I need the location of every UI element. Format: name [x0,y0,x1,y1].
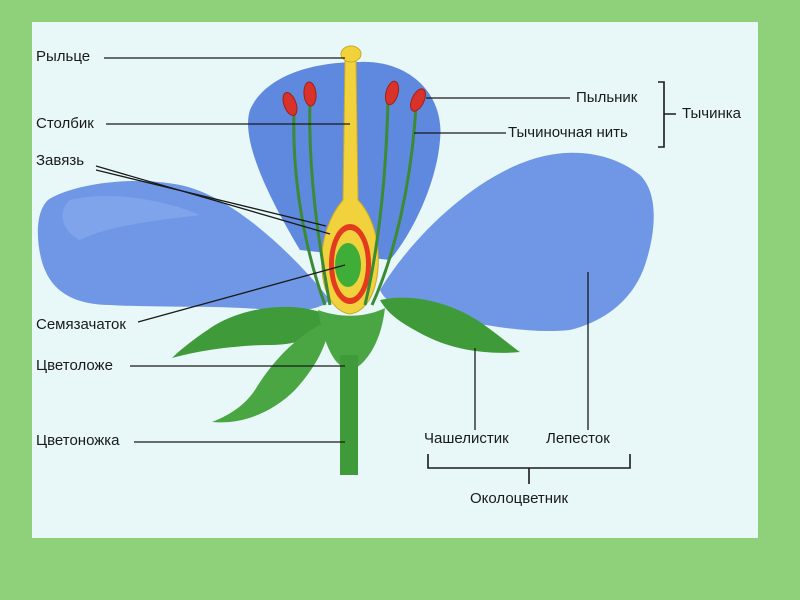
label-sepal: Чашелистик [424,430,509,447]
anther-4 [410,88,426,112]
ovule [335,243,361,287]
receptacle [318,308,385,369]
anther-2 [303,81,317,107]
pistil [321,45,379,315]
stamens [292,99,418,306]
right-petal [380,152,654,331]
brackets [427,81,676,484]
line-ovary-1 [95,165,331,235]
label-pedicel: Цветоножка [36,432,120,449]
label-stamen: Тычинка [682,105,741,122]
label-ovule: Семязачаток [36,316,126,333]
anthers [282,80,426,116]
label-filament: Тычиночная нить [508,124,628,141]
label-style: Столбик [36,115,94,132]
filament-1 [292,111,327,306]
label-anther: Пыльник [576,89,638,106]
label-stigma: Рыльце [36,48,91,65]
filament-4 [370,104,418,306]
anther-3 [384,80,400,106]
label-petal: Лепесток [546,430,610,447]
perianth-bracket [427,454,631,484]
left-petal-highlight [62,195,200,240]
sepal-right [380,297,520,353]
pedicel [340,355,358,475]
filament-3 [363,99,390,306]
line-ovule [137,264,346,323]
sepal-left [172,306,335,358]
stigma [340,45,362,63]
sepals [172,297,520,475]
label-perianth: Околоцветник [470,490,569,507]
stamen-bracket [658,81,676,148]
leader-lines [95,57,589,443]
line-ovary-2 [95,169,327,227]
anther-1 [282,92,298,116]
label-ovary: Завязь [36,152,85,169]
label-receptacle: Цветоложе [36,357,113,374]
sepal-left-lower [212,320,330,423]
filament-2 [308,99,332,306]
